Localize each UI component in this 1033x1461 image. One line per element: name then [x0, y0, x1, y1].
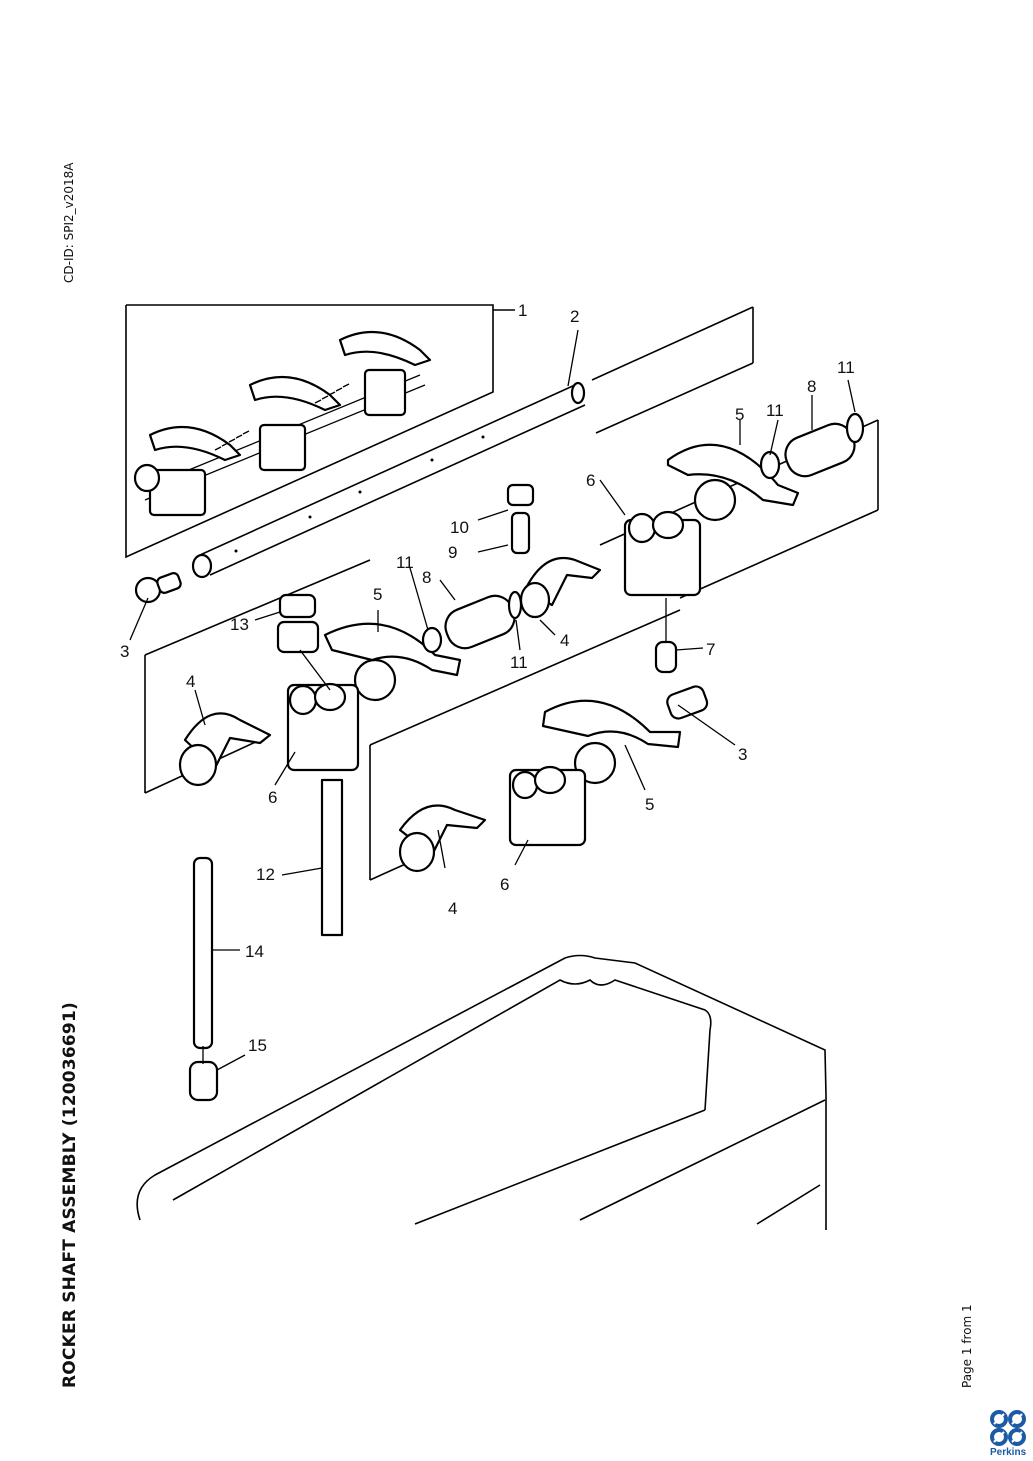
callout-14: 14	[245, 942, 264, 961]
callout-12: 12	[256, 865, 275, 884]
callout-11: 11	[837, 358, 855, 377]
cylinder-head-outline	[136, 954, 827, 1230]
callout-3: 3	[738, 745, 747, 764]
callout-6: 6	[500, 875, 509, 894]
brand-name: Perkins	[990, 1447, 1027, 1458]
callout-6: 6	[268, 788, 277, 807]
callout-5: 5	[645, 795, 654, 814]
callout-labels: 1 2 3 3 4 4 4 5 5 5 6 6 6 7 8 8 9 10 11 …	[120, 301, 855, 1055]
callout-2: 2	[570, 307, 579, 326]
callout-8: 8	[807, 377, 816, 396]
callout-11: 11	[510, 653, 528, 672]
callout-6: 6	[586, 471, 595, 490]
callout-13: 13	[230, 615, 249, 634]
callout-1: 1	[518, 301, 527, 320]
callout-8: 8	[422, 568, 431, 587]
callout-11: 11	[396, 553, 414, 572]
callout-4: 4	[560, 631, 569, 650]
rocker-shaft	[191, 306, 754, 579]
callout-4: 4	[186, 672, 195, 691]
parts	[134, 412, 865, 1102]
assembly-inset	[125, 304, 515, 559]
callout-3: 3	[120, 642, 129, 661]
leader-lines	[129, 329, 856, 1071]
callout-10: 10	[450, 518, 469, 537]
callout-9: 9	[448, 543, 457, 562]
callout-15: 15	[248, 1036, 267, 1055]
callout-5: 5	[373, 585, 382, 604]
callout-5: 5	[735, 405, 744, 424]
callout-4: 4	[448, 899, 457, 918]
perkins-logo-icon	[990, 1410, 1026, 1446]
callout-11: 11	[766, 401, 784, 420]
callout-7: 7	[706, 640, 715, 659]
